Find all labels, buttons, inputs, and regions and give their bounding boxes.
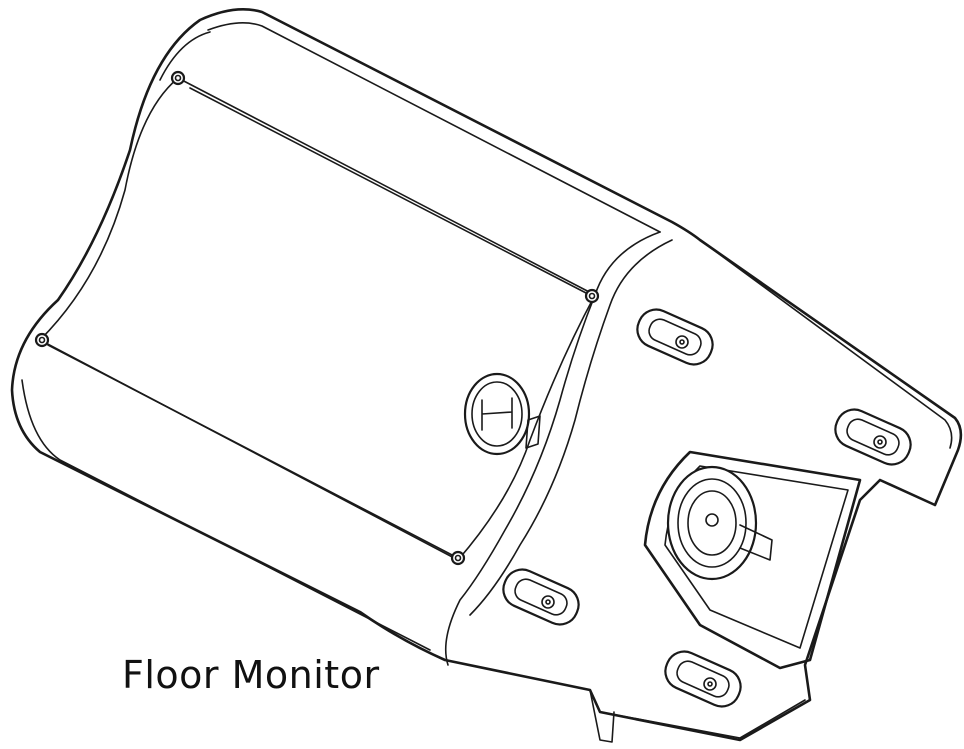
rubber-foot-icon	[636, 308, 714, 366]
pole-socket-icon	[666, 465, 773, 581]
screw-icon	[34, 332, 50, 348]
screw-icon	[170, 70, 186, 86]
cabinet-shoulder	[444, 231, 661, 666]
cabinet-top-edge	[207, 22, 661, 233]
rubber-foot-icon	[664, 650, 742, 708]
baffle-top-line	[189, 87, 589, 295]
cabinet-top-edge-inner	[159, 31, 211, 81]
pole-mount-recess	[643, 450, 862, 670]
screw-icon	[450, 550, 466, 566]
cabinet-shoulder-inner	[469, 239, 673, 616]
brand-logo-icon	[463, 372, 541, 456]
bottom-panel-lower-edge	[599, 699, 806, 739]
bottom-panel-edge	[699, 239, 953, 449]
rubber-foot-icon	[502, 568, 580, 626]
baffle-bottom-line	[47, 344, 455, 557]
drawing-caption: Floor Monitor	[122, 653, 380, 697]
bottom-tab	[589, 689, 615, 743]
rubber-foot-icon	[834, 408, 912, 466]
screw-icon	[584, 288, 600, 304]
grille-face	[39, 77, 596, 561]
baffle-side-curve	[21, 379, 431, 651]
